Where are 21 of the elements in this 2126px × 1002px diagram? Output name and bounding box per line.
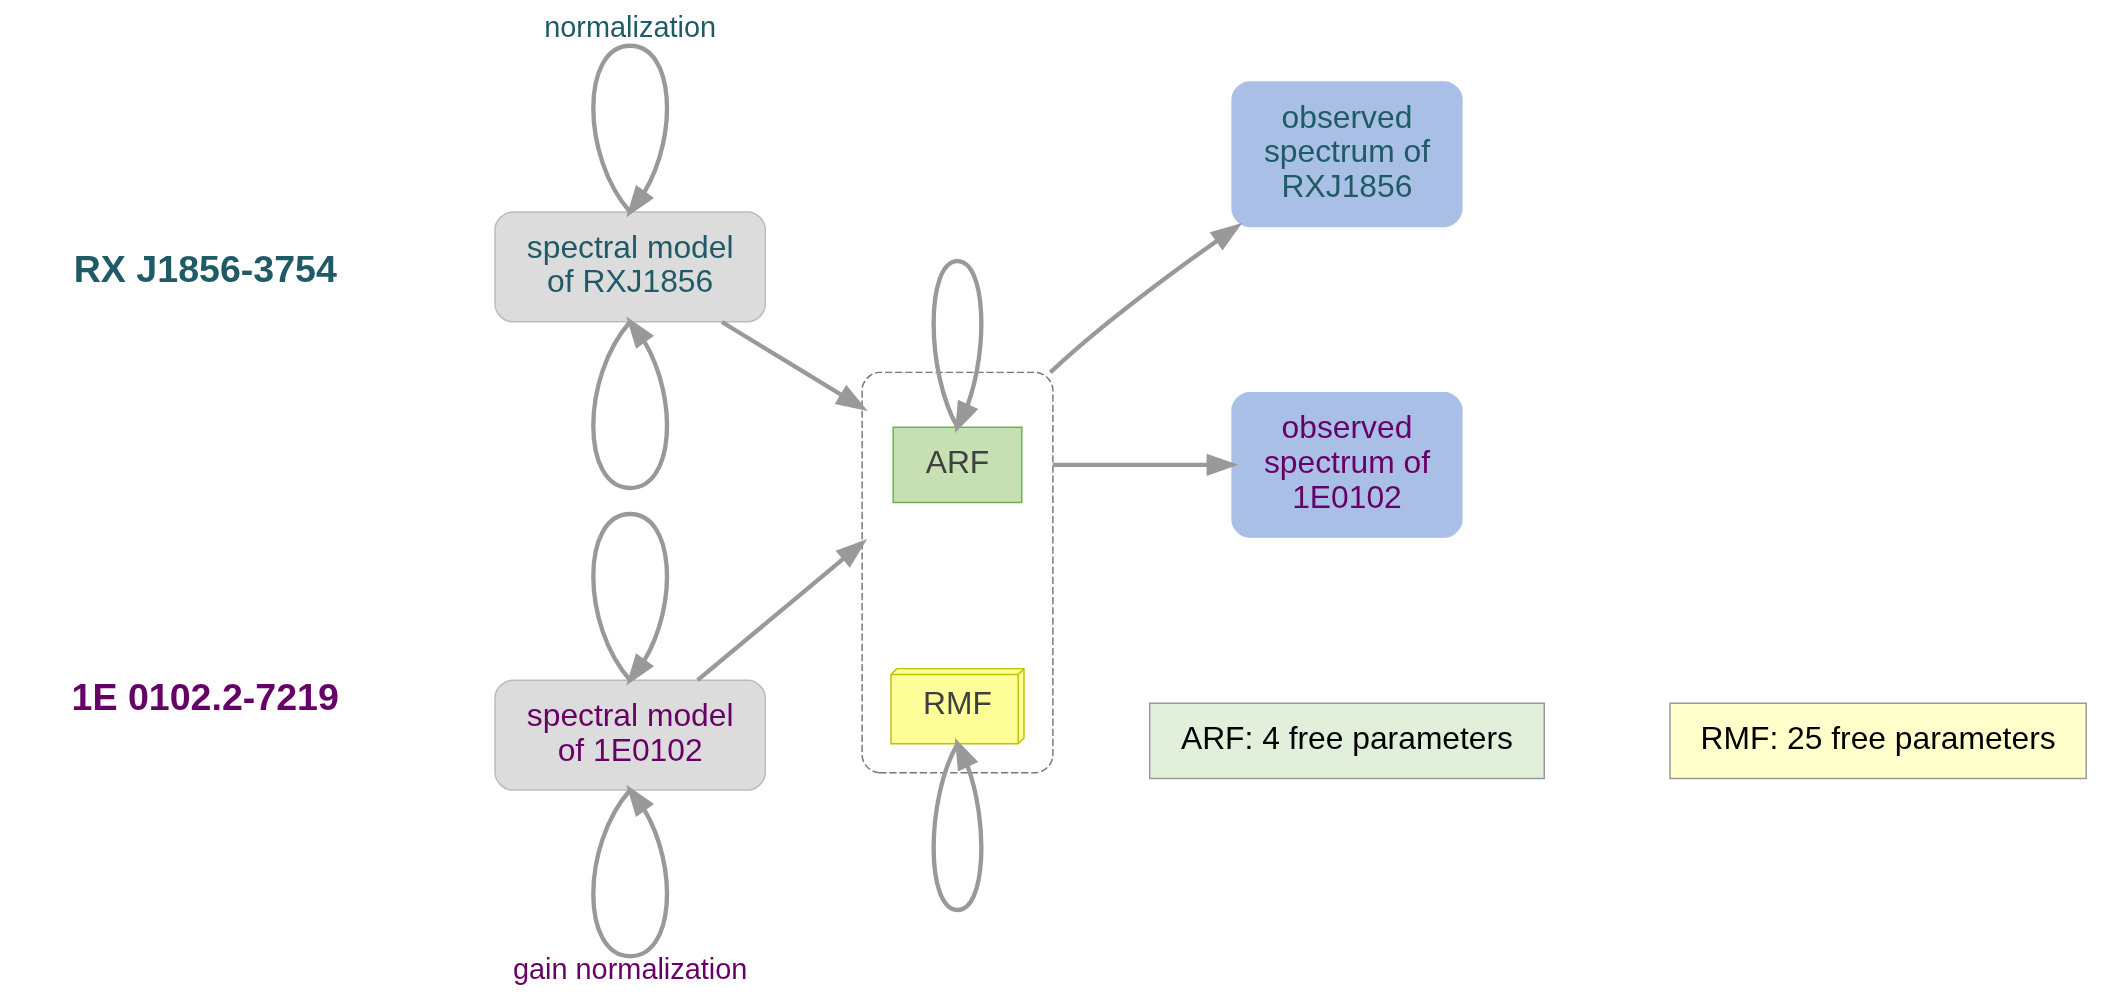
arrow (1052, 453, 1239, 476)
arrow (591, 316, 670, 491)
legend-label: ARF: 4 free parameters (1180, 720, 1514, 756)
node-box: observed spectrum of RXJ1856 (1231, 81, 1463, 228)
node-box: observed spectrum of 1E0102 (1231, 391, 1463, 538)
node-box: spectral model of 1E0102 (494, 679, 766, 791)
edge-label: normalization (544, 11, 717, 44)
node-box: spectral model of RXJ1856 (494, 211, 766, 323)
arrow (931, 737, 984, 913)
edge-label: gain normalization (512, 953, 748, 986)
node-box: ARF (892, 426, 1023, 504)
label: RX J1856-3754 (73, 247, 337, 290)
arrow (696, 538, 868, 682)
label: 1E 0102.2-7219 (71, 675, 339, 718)
arrow (591, 784, 670, 959)
arrow (591, 43, 670, 218)
arrow (591, 511, 670, 686)
legend-label: RMF: 25 free parameters (1700, 720, 2056, 756)
arrow (1048, 223, 1243, 374)
arrow (720, 320, 868, 411)
arrow (931, 258, 984, 434)
